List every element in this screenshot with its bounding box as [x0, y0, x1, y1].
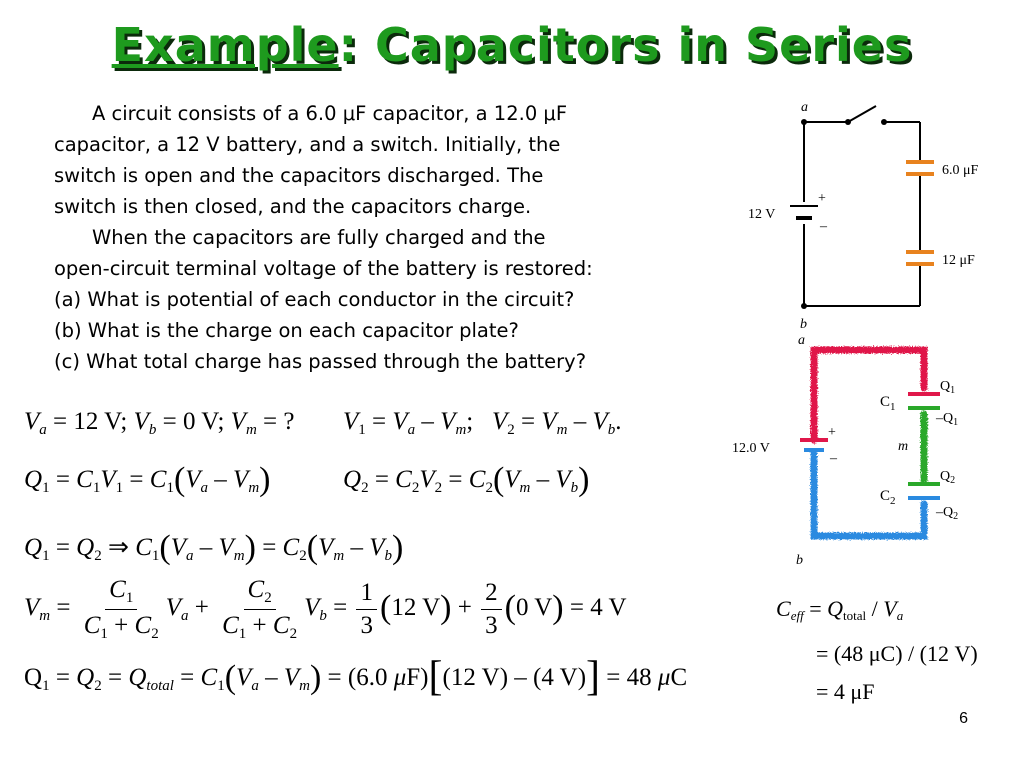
- charge-q1-label: Q1: [940, 379, 955, 396]
- node-b-label: b: [800, 317, 807, 332]
- battery-plus: +: [828, 425, 836, 440]
- equation-potentials: Va = 12 V; Vb = 0 V; Vm = ? V1 = Va – Vm…: [24, 408, 622, 438]
- node-m-label: m: [898, 439, 908, 454]
- title-example: Example: [111, 18, 339, 72]
- problem-line: switch is then closed, and the capacitor…: [54, 195, 532, 218]
- equation-equal-charges: Q1 = Q2 ⇒ C1(Va – Vm) = C2(Vm – Vb): [24, 529, 404, 566]
- equation-total-charge: Q1 = Q2 = Qtotal = C1(Va – Vm) = (6.0 μF…: [24, 654, 688, 700]
- node-b-label: b: [796, 553, 803, 568]
- node-a-label: a: [798, 333, 805, 348]
- battery-plus: +: [818, 191, 826, 206]
- capacitor-c2-label: C2: [880, 488, 896, 507]
- page-number: 6: [959, 710, 968, 727]
- battery-minus: –: [829, 451, 838, 466]
- question-b: (b) What is the charge on each capacitor…: [54, 319, 519, 342]
- battery-voltage-label: 12.0 V: [732, 441, 770, 456]
- problem-statement: A circuit consists of a 6.0 μF capacitor…: [54, 98, 744, 377]
- title-rest: : Capacitors in Series: [338, 18, 913, 72]
- equation-effective-capacitance: Ceff = Qtotal / Va = (48 μC) / (12 V) = …: [776, 596, 978, 704]
- problem-line: open-circuit terminal voltage of the bat…: [54, 257, 593, 280]
- problem-line: A circuit consists of a 6.0 μF capacitor…: [92, 102, 568, 125]
- question-a: (a) What is potential of each conductor …: [54, 288, 575, 311]
- capacitor-c1-label: C1: [880, 394, 896, 413]
- circuit-diagram-open: a b 12 V + – 6.0 μF 12 μF: [748, 100, 979, 332]
- slide-title: Example: Capacitors in Series: [0, 18, 1024, 72]
- circuit-diagram-charged: a b m 12.0 V + – C1 C2 Q1 –Q1 Q2 –Q2: [732, 333, 958, 568]
- capacitor-2-label: 12 μF: [942, 253, 975, 268]
- capacitor-1-label: 6.0 μF: [942, 163, 979, 178]
- charge-minus-q2-label: –Q2: [935, 505, 958, 522]
- problem-line: When the capacitors are fully charged an…: [92, 226, 546, 249]
- problem-line: capacitor, a 12 V battery, and a switch.…: [54, 133, 561, 156]
- charge-minus-q1-label: –Q1: [935, 411, 958, 428]
- question-c: (c) What total charge has passed through…: [54, 350, 587, 373]
- node-a-label: a: [801, 100, 808, 115]
- equation-charges: Q1 = C1V1 = C1(Va – Vm) Q2 = C2V2 = C2(V…: [24, 461, 590, 498]
- charge-q2-label: Q2: [940, 469, 955, 486]
- battery-voltage-label: 12 V: [748, 207, 775, 222]
- problem-line: switch is open and the capacitors discha…: [54, 164, 544, 187]
- battery-minus: –: [819, 219, 828, 234]
